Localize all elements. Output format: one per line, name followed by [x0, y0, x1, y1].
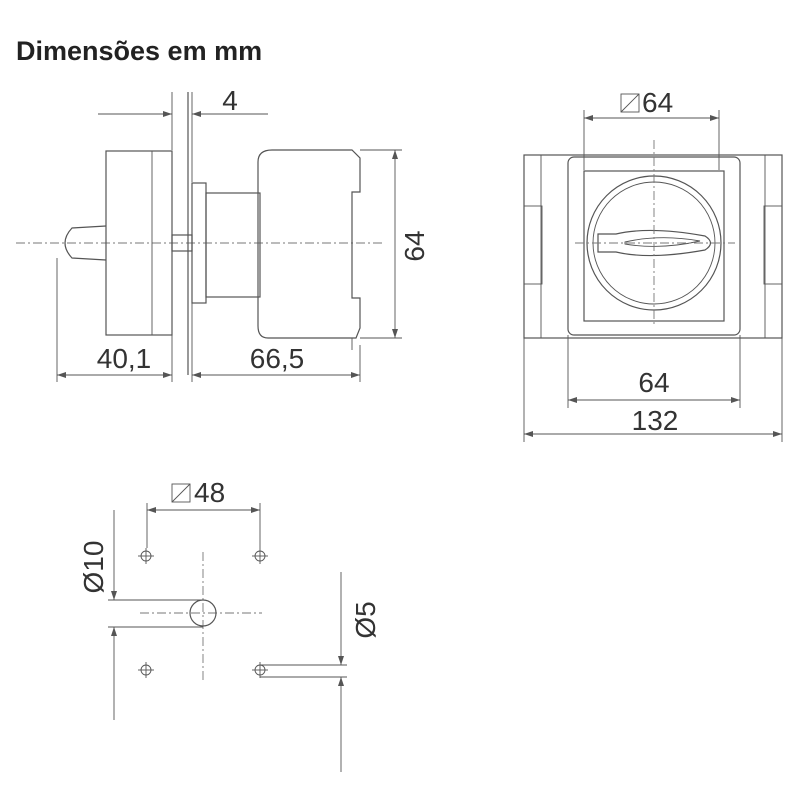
front-view: 64 64 132: [523, 87, 783, 442]
arrow: [111, 627, 117, 636]
dim-64-vertical-label: 64: [399, 230, 430, 261]
mounting-hole-bottom-left: [138, 662, 154, 678]
knob-lever: [597, 229, 712, 257]
arrow: [338, 656, 344, 665]
arrow: [731, 397, 740, 403]
dim-diam-64-label: 64: [642, 87, 673, 118]
arrow: [351, 372, 360, 378]
dim-40-1-label: 40,1: [97, 343, 152, 374]
dim-132-label: 132: [632, 405, 679, 436]
arrow: [568, 397, 577, 403]
arrow: [163, 111, 172, 117]
arrow: [147, 507, 156, 513]
dim-66-5-label: 66,5: [250, 343, 305, 374]
dim-diam-48-label: 48: [194, 477, 225, 508]
arrow: [392, 150, 398, 159]
dim-64-bottom-label: 64: [638, 367, 669, 398]
left-terminal: [523, 205, 543, 285]
knob-tip: [64, 225, 107, 261]
arrow: [338, 677, 344, 686]
switch-body: [257, 149, 361, 339]
arrow: [392, 329, 398, 338]
switch-neck: [205, 192, 261, 298]
diameter-symbol-icon: [620, 93, 640, 113]
arrow: [773, 431, 782, 437]
arrow: [192, 372, 201, 378]
arrow: [584, 115, 593, 121]
drilling-template: 48 Ø10 Ø5: [78, 477, 381, 772]
page-title: Dimensões em mm: [16, 36, 263, 66]
arrow: [163, 372, 172, 378]
arrow: [710, 115, 719, 121]
mounting-hole-bottom-right: [252, 662, 268, 678]
arrow: [57, 372, 66, 378]
knob-lever-groove: [624, 237, 701, 247]
dim-4-label: 4: [222, 85, 238, 116]
dim-diam-5-label: Ø5: [350, 601, 381, 638]
arrow: [192, 111, 201, 117]
arrow: [111, 591, 117, 600]
arrow: [251, 507, 260, 513]
dim-diam-10-label: Ø10: [78, 541, 109, 594]
diameter-symbol-icon: [171, 483, 191, 503]
mounting-hole-top-left: [138, 548, 154, 564]
side-view: 4 64 40,1 66,5: [16, 85, 430, 382]
right-terminal: [763, 205, 783, 285]
mounting-hole-top-right: [252, 548, 268, 564]
arrow: [524, 431, 533, 437]
